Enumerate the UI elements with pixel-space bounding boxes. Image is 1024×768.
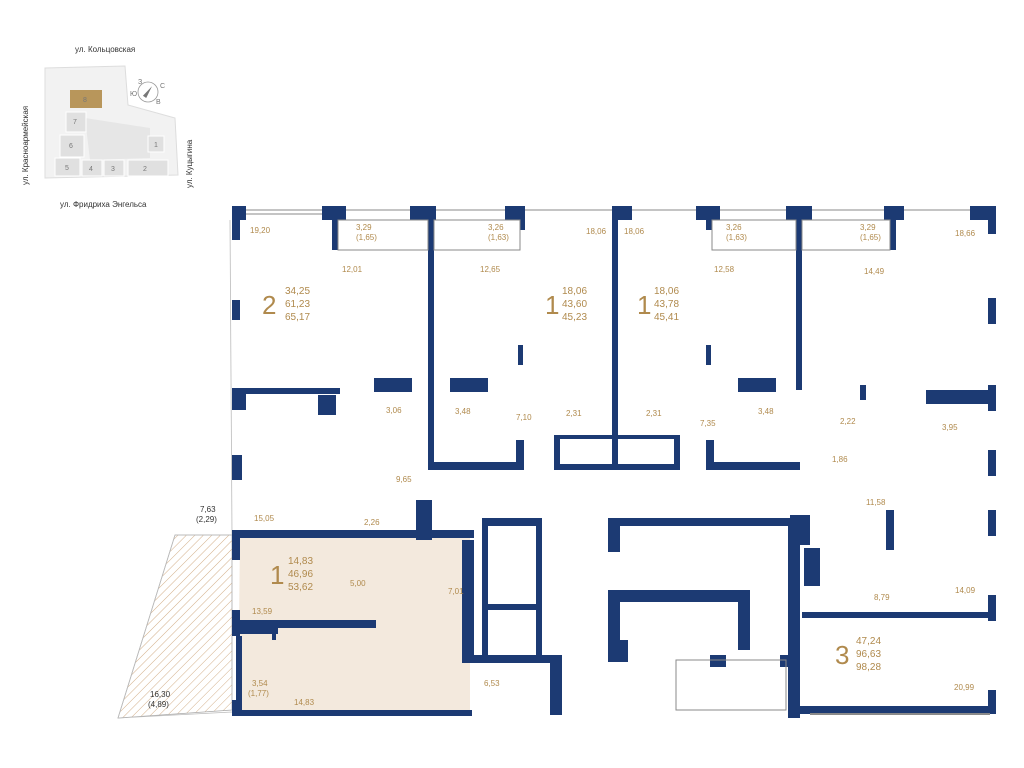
svg-text:3,06: 3,06 bbox=[386, 406, 402, 415]
house-6: 6 bbox=[69, 143, 73, 150]
svg-text:98,28: 98,28 bbox=[856, 662, 881, 673]
svg-text:15,05: 15,05 bbox=[254, 514, 275, 523]
svg-text:18,06: 18,06 bbox=[624, 227, 645, 236]
svg-text:7,35: 7,35 bbox=[700, 419, 716, 428]
svg-text:1: 1 bbox=[545, 290, 559, 320]
svg-text:З: З bbox=[138, 79, 142, 86]
svg-text:11,58: 11,58 bbox=[866, 498, 886, 507]
svg-text:65,17: 65,17 bbox=[285, 312, 310, 323]
svg-text:7,10: 7,10 bbox=[516, 413, 532, 422]
svg-text:Ю: Ю bbox=[130, 91, 137, 98]
house-5: 5 bbox=[65, 165, 69, 172]
house-8: 8 bbox=[83, 97, 87, 104]
compass-icon: С В Ю З bbox=[130, 79, 165, 106]
apartment-3-label: 3 47,24 96,63 98,28 bbox=[835, 636, 881, 673]
svg-text:18,06: 18,06 bbox=[562, 286, 587, 297]
svg-text:3,29: 3,29 bbox=[860, 223, 876, 232]
terrace-outline bbox=[117, 219, 233, 719]
svg-text:7,01: 7,01 bbox=[448, 587, 464, 596]
svg-text:ДомКлик: ДомКлик bbox=[44, 726, 125, 746]
svg-text:1: 1 bbox=[270, 560, 284, 590]
walls bbox=[232, 206, 996, 720]
svg-text:(2,29): (2,29) bbox=[196, 515, 217, 524]
apartment-1c-label: 1 14,83 46,96 53,62 bbox=[270, 556, 313, 593]
street-top: ул. Кольцовская bbox=[75, 45, 135, 54]
svg-text:13,59: 13,59 bbox=[252, 607, 273, 616]
apartment-1b-label: 1 18,06 43,78 45,41 bbox=[637, 286, 679, 323]
svg-text:3,26: 3,26 bbox=[726, 223, 742, 232]
room-labels: 19,20 3,29 (1,65) 12,01 3,26 (1,63) 12,6… bbox=[148, 223, 976, 709]
street-left: ул. Красноармейская bbox=[21, 106, 30, 185]
svg-text:2,26: 2,26 bbox=[364, 518, 380, 527]
apartment-1a-label: 1 18,06 43,60 45,23 bbox=[545, 286, 587, 323]
apartment-2-label: 2 34,25 61,23 65,17 bbox=[262, 286, 310, 323]
house-4: 4 bbox=[89, 166, 93, 173]
house-8-block bbox=[70, 90, 102, 108]
svg-text:3: 3 bbox=[835, 640, 849, 670]
svg-text:16,30: 16,30 bbox=[150, 690, 171, 699]
svg-text:(1,63): (1,63) bbox=[726, 233, 747, 242]
svg-text:7,63: 7,63 bbox=[200, 505, 216, 514]
svg-text:12,58: 12,58 bbox=[714, 265, 735, 274]
svg-text:45,23: 45,23 bbox=[562, 312, 587, 323]
svg-text:(1,65): (1,65) bbox=[356, 233, 377, 242]
location-map: ул. Кольцовская ул. Красноармейская ул. … bbox=[21, 45, 194, 209]
svg-text:14,49: 14,49 bbox=[864, 267, 885, 276]
house-1: 1 bbox=[154, 142, 158, 149]
svg-text:34,25: 34,25 bbox=[285, 286, 310, 297]
svg-text:3,54: 3,54 bbox=[252, 679, 268, 688]
street-right: ул. Куцыгина bbox=[185, 139, 194, 188]
svg-text:В: В bbox=[156, 99, 161, 106]
svg-text:3,48: 3,48 bbox=[455, 407, 471, 416]
terrace-hatched bbox=[117, 534, 233, 719]
facade-windows bbox=[246, 209, 990, 715]
svg-text:45,41: 45,41 bbox=[654, 312, 679, 323]
svg-text:2,22: 2,22 bbox=[840, 417, 856, 426]
svg-text:46,96: 46,96 bbox=[288, 569, 313, 580]
svg-text:18,06: 18,06 bbox=[654, 286, 679, 297]
svg-text:9,65: 9,65 bbox=[396, 475, 412, 484]
svg-text:12,65: 12,65 bbox=[480, 265, 501, 274]
svg-text:С: С bbox=[160, 83, 165, 90]
svg-text:3,29: 3,29 bbox=[356, 223, 372, 232]
svg-text:96,63: 96,63 bbox=[856, 649, 881, 660]
house-7: 7 bbox=[73, 119, 77, 126]
svg-text:1,86: 1,86 bbox=[832, 455, 848, 464]
svg-text:43,78: 43,78 bbox=[654, 299, 679, 310]
svg-text:14,09: 14,09 bbox=[955, 586, 976, 595]
svg-text:2,31: 2,31 bbox=[646, 409, 662, 418]
svg-text:5,00: 5,00 bbox=[350, 579, 366, 588]
svg-text:(1,63): (1,63) bbox=[488, 233, 509, 242]
svg-text:61,23: 61,23 bbox=[285, 299, 310, 310]
svg-text:1: 1 bbox=[637, 290, 651, 320]
svg-text:3,48: 3,48 bbox=[758, 407, 774, 416]
street-bottom: ул. Фридриха Энгельса bbox=[60, 200, 147, 209]
svg-text:18,66: 18,66 bbox=[955, 229, 976, 238]
svg-text:8,79: 8,79 bbox=[874, 593, 890, 602]
svg-text:18,06: 18,06 bbox=[586, 227, 607, 236]
svg-text:20,99: 20,99 bbox=[954, 683, 975, 692]
svg-text:3,95: 3,95 bbox=[942, 423, 958, 432]
svg-text:2,31: 2,31 bbox=[566, 409, 582, 418]
house-2: 2 bbox=[143, 166, 147, 173]
svg-text:(1,77): (1,77) bbox=[248, 689, 269, 698]
watermark: ДомКлик bbox=[14, 718, 125, 746]
svg-text:(4,89): (4,89) bbox=[148, 700, 169, 709]
svg-text:14,83: 14,83 bbox=[294, 698, 315, 707]
svg-text:43,60: 43,60 bbox=[562, 299, 587, 310]
svg-text:12,01: 12,01 bbox=[342, 265, 363, 274]
svg-text:47,24: 47,24 bbox=[856, 636, 881, 647]
house-3: 3 bbox=[111, 166, 115, 173]
svg-text:19,20: 19,20 bbox=[250, 226, 271, 235]
svg-text:3,26: 3,26 bbox=[488, 223, 504, 232]
svg-text:6,53: 6,53 bbox=[484, 679, 500, 688]
house-logo-icon bbox=[14, 718, 38, 744]
svg-text:(1,65): (1,65) bbox=[860, 233, 881, 242]
svg-text:2: 2 bbox=[262, 290, 276, 320]
svg-text:53,62: 53,62 bbox=[288, 582, 313, 593]
svg-text:14,83: 14,83 bbox=[288, 556, 313, 567]
